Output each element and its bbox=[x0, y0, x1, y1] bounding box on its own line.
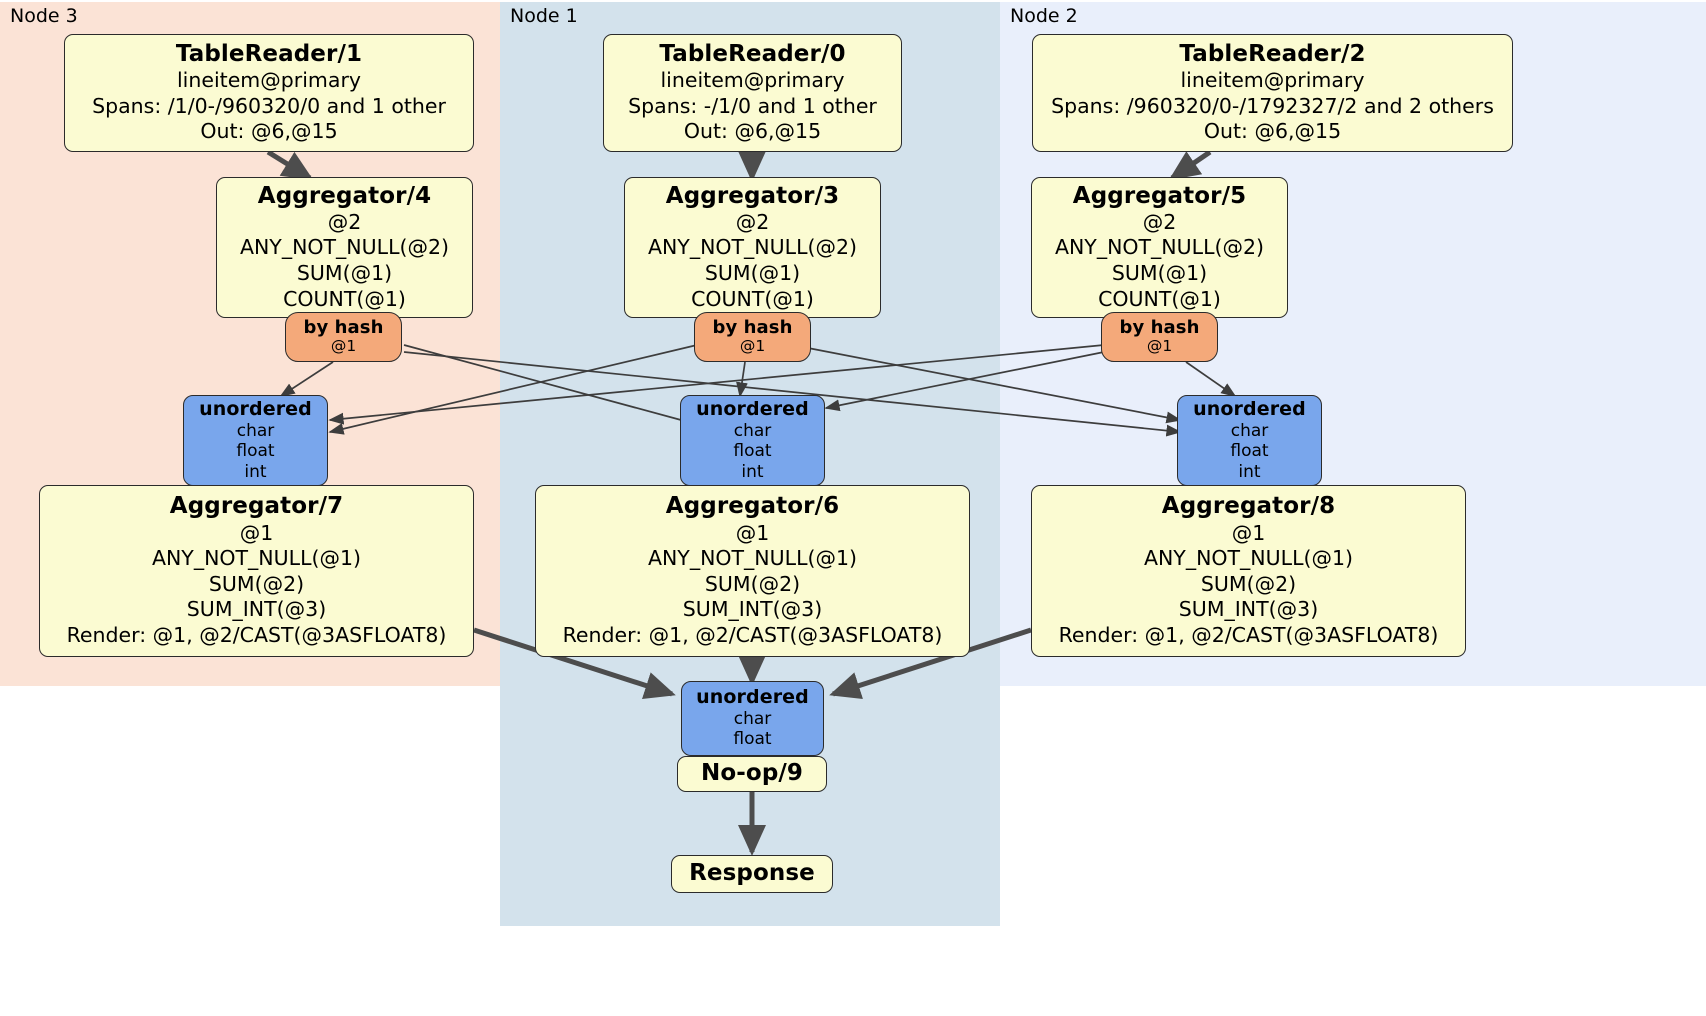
node-title: Aggregator/8 bbox=[1161, 493, 1336, 520]
node-aggregator-5[interactable]: Aggregator/5 @2 ANY_NOT_NULL(@2) SUM(@1)… bbox=[1031, 177, 1288, 318]
node-table-reader-2[interactable]: TableReader/2 lineitem@primary Spans: /9… bbox=[1032, 34, 1513, 152]
node-line-agg3: SUM_INT(@3) bbox=[1178, 597, 1319, 622]
sync-title: unordered bbox=[199, 397, 312, 420]
sync-unordered-right[interactable]: unordered char float int bbox=[1177, 395, 1322, 486]
node-title: Response bbox=[689, 860, 815, 887]
node-line-agg3: COUNT(@1) bbox=[1098, 286, 1221, 311]
node-line-agg2: SUM(@1) bbox=[1111, 261, 1208, 286]
node-line-agg1: ANY_NOT_NULL(@1) bbox=[1143, 546, 1354, 571]
node-line-agg2: SUM(@2) bbox=[704, 571, 801, 596]
node-line-spans: Spans: -/1/0 and 1 other bbox=[628, 93, 877, 118]
node-line-agg1: ANY_NOT_NULL(@2) bbox=[1054, 235, 1265, 260]
node-line-agg3: COUNT(@1) bbox=[283, 286, 406, 311]
router-by-hash-center[interactable]: by hash @1 bbox=[694, 312, 811, 362]
node-line-agg2: SUM(@1) bbox=[704, 261, 801, 286]
router-line-col: @1 bbox=[330, 336, 357, 355]
sync-line-int: int bbox=[1238, 461, 1261, 482]
node-line-agg1: ANY_NOT_NULL(@1) bbox=[151, 546, 362, 571]
node-line-group: @2 bbox=[1142, 209, 1177, 234]
sync-unordered-center[interactable]: unordered char float int bbox=[680, 395, 825, 486]
node-line-agg1: ANY_NOT_NULL(@1) bbox=[647, 546, 858, 571]
node-title: TableReader/0 bbox=[659, 41, 846, 67]
router-title: by hash bbox=[712, 317, 793, 339]
node-line-out: Out: @6,@15 bbox=[683, 119, 822, 144]
router-line-col: @1 bbox=[1146, 336, 1173, 355]
sync-title: unordered bbox=[696, 686, 809, 709]
router-title: by hash bbox=[1119, 317, 1200, 339]
node-line-agg3: COUNT(@1) bbox=[691, 286, 814, 311]
node-table-reader-1[interactable]: TableReader/1 lineitem@primary Spans: /1… bbox=[64, 34, 474, 152]
node-title: TableReader/1 bbox=[175, 41, 363, 67]
node-no-op-9[interactable]: No-op/9 bbox=[677, 756, 827, 792]
node-line-out: Out: @6,@15 bbox=[200, 119, 338, 144]
node-line-table: lineitem@primary bbox=[176, 68, 362, 93]
node-line-agg3: SUM_INT(@3) bbox=[186, 597, 327, 622]
sync-line-int: int bbox=[741, 461, 764, 482]
node-line-agg3: SUM_INT(@3) bbox=[682, 597, 823, 622]
node-line-table: lineitem@primary bbox=[1180, 68, 1365, 93]
node-line-render: Render: @1, @2/CAST(@3ASFLOAT8) bbox=[562, 623, 943, 647]
router-line-col: @1 bbox=[739, 336, 766, 355]
node-title: Aggregator/3 bbox=[665, 182, 840, 209]
node-line-render: Render: @1, @2/CAST(@3ASFLOAT8) bbox=[66, 623, 447, 647]
router-by-hash-left[interactable]: by hash @1 bbox=[285, 312, 402, 362]
sync-title: unordered bbox=[1193, 397, 1306, 420]
node-line-group: @2 bbox=[735, 209, 770, 234]
node-line-out: Out: @6,@15 bbox=[1203, 119, 1342, 144]
node-aggregator-3[interactable]: Aggregator/3 @2 ANY_NOT_NULL(@2) SUM(@1)… bbox=[624, 177, 881, 318]
sync-line-char: char bbox=[733, 420, 772, 441]
node-line-agg1: ANY_NOT_NULL(@2) bbox=[647, 235, 858, 260]
sync-line-float: float bbox=[236, 441, 275, 462]
node-title: Aggregator/7 bbox=[169, 493, 344, 520]
node-line-group: @1 bbox=[735, 520, 770, 545]
node-line-render: Render: @1, @2/CAST(@3ASFLOAT8) bbox=[1058, 623, 1439, 647]
node-line-group: @1 bbox=[1231, 520, 1266, 545]
router-title: by hash bbox=[303, 317, 384, 339]
sync-line-float: float bbox=[1230, 441, 1269, 462]
node-title: Aggregator/6 bbox=[665, 493, 840, 520]
node-line-spans: Spans: /1/0-/960320/0 and 1 other bbox=[92, 93, 446, 118]
sync-line-float: float bbox=[733, 729, 772, 750]
sync-unordered-final[interactable]: unordered char float bbox=[681, 681, 824, 756]
node-line-agg2: SUM(@2) bbox=[208, 571, 305, 596]
panel-node-1-label: Node 1 bbox=[510, 5, 578, 27]
node-title: Aggregator/5 bbox=[1072, 182, 1247, 209]
node-response[interactable]: Response bbox=[671, 855, 833, 893]
node-title: TableReader/2 bbox=[1179, 41, 1366, 67]
node-table-reader-0[interactable]: TableReader/0 lineitem@primary Spans: -/… bbox=[603, 34, 902, 152]
sync-line-char: char bbox=[733, 709, 772, 730]
node-aggregator-7[interactable]: Aggregator/7 @1 ANY_NOT_NULL(@1) SUM(@2)… bbox=[39, 485, 474, 657]
sync-unordered-left[interactable]: unordered char float int bbox=[183, 395, 328, 486]
sync-title: unordered bbox=[696, 397, 809, 420]
sync-line-char: char bbox=[1230, 420, 1269, 441]
node-title: Aggregator/4 bbox=[257, 182, 432, 209]
panel-node-2-label: Node 2 bbox=[1010, 5, 1078, 27]
sync-line-float: float bbox=[733, 441, 772, 462]
node-line-group: @2 bbox=[327, 209, 362, 234]
node-aggregator-6[interactable]: Aggregator/6 @1 ANY_NOT_NULL(@1) SUM(@2)… bbox=[535, 485, 970, 657]
node-aggregator-4[interactable]: Aggregator/4 @2 ANY_NOT_NULL(@2) SUM(@1)… bbox=[216, 177, 473, 318]
router-by-hash-right[interactable]: by hash @1 bbox=[1101, 312, 1218, 362]
node-title: No-op/9 bbox=[701, 760, 803, 787]
sync-line-int: int bbox=[244, 461, 267, 482]
node-line-agg1: ANY_NOT_NULL(@2) bbox=[239, 235, 450, 260]
node-line-agg2: SUM(@2) bbox=[1200, 571, 1297, 596]
node-line-agg2: SUM(@1) bbox=[296, 261, 393, 286]
node-aggregator-8[interactable]: Aggregator/8 @1 ANY_NOT_NULL(@1) SUM(@2)… bbox=[1031, 485, 1466, 657]
sync-line-char: char bbox=[236, 420, 275, 441]
node-line-group: @1 bbox=[239, 520, 274, 545]
panel-node-3-label: Node 3 bbox=[10, 5, 78, 27]
node-line-table: lineitem@primary bbox=[660, 68, 845, 93]
node-line-spans: Spans: /960320/0-/1792327/2 and 2 others bbox=[1051, 93, 1494, 118]
